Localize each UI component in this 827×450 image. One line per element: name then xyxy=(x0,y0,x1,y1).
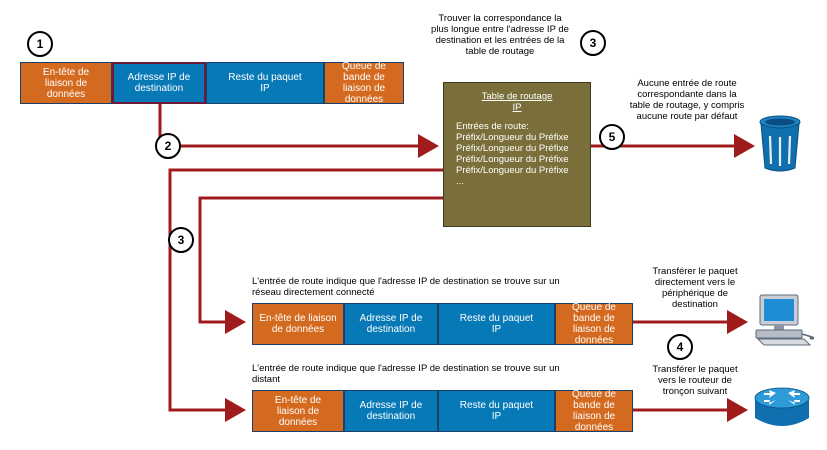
routing-table-entry: Préfix/Longueur du Préfixe xyxy=(456,132,569,143)
step-number-4: 4 xyxy=(667,334,693,360)
packet-top-header: En-tête de liaison de données xyxy=(20,62,112,104)
arrow-to-table xyxy=(158,104,439,158)
router-icon xyxy=(754,387,810,426)
packet-direct-trailer: Queue de bande de liaison de données xyxy=(555,302,633,346)
packet-direct-rest: Reste du paquet IP xyxy=(438,303,555,345)
note-remote-network: L'entrée de route indique que l'adresse … xyxy=(252,363,560,385)
arrow-to-direct-packet xyxy=(198,196,443,334)
packet-remote-trailer: Queue de bande de liaison de données xyxy=(555,389,633,433)
step-number-2: 2 xyxy=(155,133,181,159)
step-number-5: 5 xyxy=(599,124,625,150)
note-direct-network: L'entrée de route indique que l'adresse … xyxy=(252,276,560,298)
note-no-route: Aucune entrée de route correspondante da… xyxy=(629,78,745,122)
packet-remote-header: En-tête de liaison de données xyxy=(252,390,344,432)
packet-top-trailer: Queue de bande de liaison de données xyxy=(324,61,404,105)
packet-direct-ip-address: Adresse IP de destination xyxy=(344,303,438,345)
packet-direct-header: En-tête de liaison de données xyxy=(252,303,344,345)
routing-table-entries-header: Entrées de route: xyxy=(456,121,529,132)
step-number-3-left: 3 xyxy=(168,227,194,253)
packet-remote-ip-address: Adresse IP de destination xyxy=(344,390,438,432)
step-number-1: 1 xyxy=(27,31,53,57)
routing-table-entry: Préfix/Longueur du Préfixe xyxy=(456,165,569,176)
packet-top-ip-address: Adresse IP de destination xyxy=(112,62,206,104)
routing-table-title: Table de routage IP xyxy=(481,91,553,113)
step-number-3-top: 3 xyxy=(580,30,606,56)
routing-table-entry: ... xyxy=(456,176,464,187)
routing-table-entry: Préfix/Longueur du Préfixe xyxy=(456,154,569,165)
trash-icon xyxy=(759,115,801,172)
computer-icon xyxy=(755,294,814,346)
routing-table: Table de routage IP Entrées de route: Pr… xyxy=(443,82,591,227)
routing-table-entry: Préfix/Longueur du Préfixe xyxy=(456,143,569,154)
note-longest-match: Trouver la correspondance la plus longue… xyxy=(431,13,569,57)
note-forward-to-router: Transférer le paquet vers le routeur de … xyxy=(652,364,738,397)
note-forward-to-device: Transférer le paquet directement vers le… xyxy=(652,266,738,310)
arrow-to-remote-packet xyxy=(168,168,443,422)
packet-remote-rest: Reste du paquet IP xyxy=(438,390,555,432)
packet-top-rest: Reste du paquet IP xyxy=(206,62,324,104)
